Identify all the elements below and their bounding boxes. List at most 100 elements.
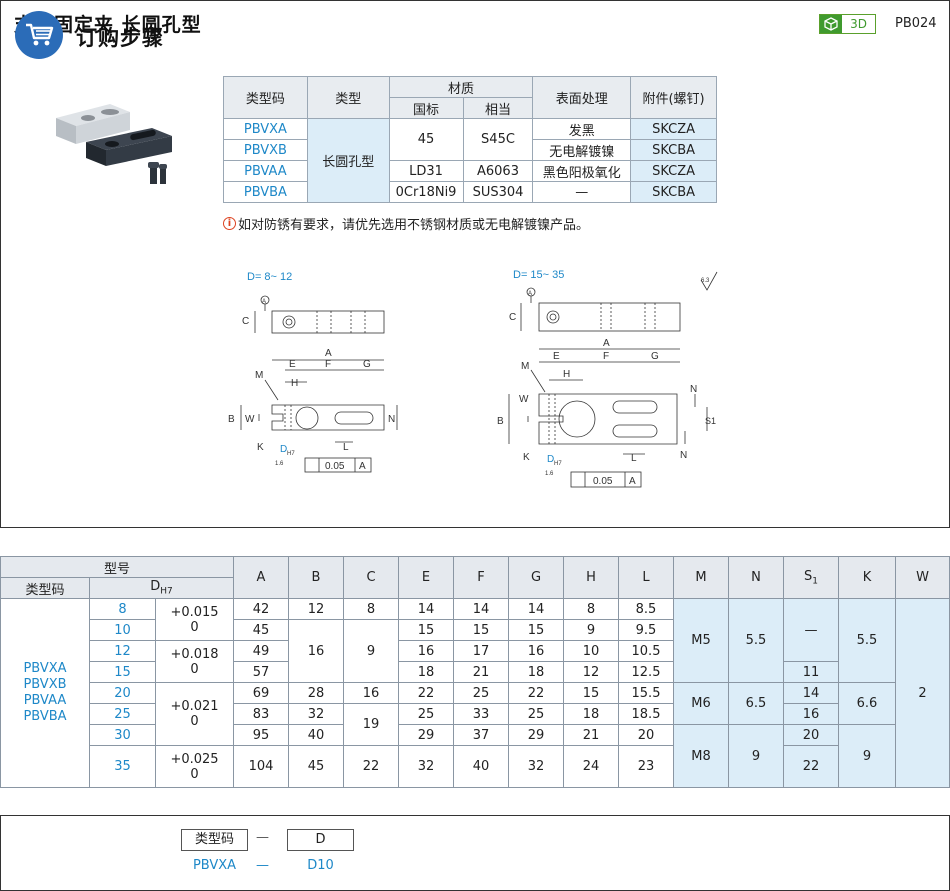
f-cell: 17: [453, 640, 509, 662]
order-type-code-box: 类型码: [181, 829, 248, 851]
svg-text:W: W: [245, 414, 255, 425]
d-cell[interactable]: 12: [89, 640, 156, 662]
l-cell: 20: [618, 724, 674, 746]
a-cell: 69: [233, 682, 289, 704]
accessory-cell: SKCZA: [630, 160, 717, 182]
h-cell: 12: [563, 661, 619, 683]
svg-text:H: H: [291, 378, 298, 389]
svg-text:N: N: [388, 414, 395, 425]
th-equivalent: 相当: [462, 97, 534, 119]
d-cell[interactable]: 15: [89, 661, 156, 683]
f-cell: 40: [453, 745, 509, 788]
l-cell: 9.5: [618, 619, 674, 641]
d-cell[interactable]: 8: [89, 598, 156, 620]
f-cell: 15: [453, 619, 509, 641]
d-cell[interactable]: 30: [89, 724, 156, 746]
f-cell: 21: [453, 661, 509, 683]
range-label: D= 8~ 12: [247, 271, 292, 283]
order-title: 订购步骤: [76, 26, 164, 50]
svg-text:F: F: [325, 359, 331, 370]
g-cell: 32: [508, 745, 564, 788]
f-cell: 25: [453, 682, 509, 704]
h-cell: 8: [563, 598, 619, 620]
th-col-l: L: [618, 556, 674, 599]
e-cell: 16: [398, 640, 454, 662]
svg-text:W: W: [519, 394, 529, 405]
d-cell[interactable]: 25: [89, 703, 156, 725]
material-equivalent-cell: SUS304: [462, 181, 534, 203]
svg-text:H7: H7: [287, 451, 295, 457]
l-cell: 12.5: [618, 661, 674, 683]
g-cell: 14: [508, 598, 564, 620]
3d-label: 3D: [850, 17, 867, 31]
svg-text:H7: H7: [554, 461, 562, 467]
type-code-cell[interactable]: PBVBA: [223, 181, 308, 203]
order-d-box: D: [287, 829, 354, 851]
l-cell: 8.5: [618, 598, 674, 620]
type-code-cell[interactable]: PBVXA: [223, 118, 308, 140]
th-accessory: 附件(螺钉): [630, 76, 717, 119]
svg-text:B: B: [497, 416, 504, 427]
drawing-small: D= 8~ 12 A C A E F G H M B W N K: [228, 271, 398, 473]
material-national-cell: 45: [388, 118, 464, 161]
info-icon: i: [223, 217, 236, 230]
range-label: D= 15~ 35: [513, 269, 564, 281]
n-cell: 5.5: [728, 598, 784, 683]
type-code-cell[interactable]: PBVXB: [223, 139, 308, 161]
g-cell: 29: [508, 724, 564, 746]
l-cell: 23: [618, 745, 674, 788]
g-cell: 18: [508, 661, 564, 683]
e-cell: 14: [398, 598, 454, 620]
th-col-f: F: [453, 556, 509, 599]
svg-text:L: L: [631, 453, 637, 464]
s1-cell: —: [783, 598, 839, 662]
e-cell: 25: [398, 703, 454, 725]
d-cell[interactable]: 10: [89, 619, 156, 641]
th-col-s1: S1: [783, 556, 839, 599]
c-cell: 19: [343, 703, 399, 746]
spec-table: 型号 A B C E F G H L M N S1 K W 类型码 DH7 PB…: [0, 556, 950, 788]
svg-text:N: N: [680, 450, 687, 461]
th-d: DH7: [89, 577, 234, 599]
drawing-large: D= 15~ 35 6.3 A C A E F G H M B W: [497, 269, 718, 488]
l-cell: 10.5: [618, 640, 674, 662]
order-example-code: PBVXA: [192, 858, 237, 873]
f-cell: 14: [453, 598, 509, 620]
c-cell: 9: [343, 619, 399, 683]
k-cell: 6.6: [838, 682, 896, 725]
h-cell: 21: [563, 724, 619, 746]
surface-cell: 发黑: [532, 118, 632, 140]
s1-cell: 16: [783, 703, 839, 725]
order-separator: —: [256, 830, 269, 845]
e-cell: 29: [398, 724, 454, 746]
f-cell: 37: [453, 724, 509, 746]
c-cell: 16: [343, 682, 399, 704]
h-cell: 24: [563, 745, 619, 788]
th-col-b: B: [288, 556, 344, 599]
a-cell: 49: [233, 640, 289, 662]
3d-model-button[interactable]: 3D: [819, 14, 876, 34]
h-cell: 10: [563, 640, 619, 662]
accessory-cell: SKCBA: [630, 181, 717, 203]
svg-text:A: A: [528, 291, 532, 297]
e-cell: 22: [398, 682, 454, 704]
a-cell: 45: [233, 619, 289, 641]
svg-text:D: D: [280, 444, 287, 455]
th-col-h: H: [563, 556, 619, 599]
th-material: 材质: [388, 76, 534, 98]
w-cell: 2: [895, 598, 950, 788]
b-cell: 28: [288, 682, 344, 704]
d-cell[interactable]: 20: [89, 682, 156, 704]
material-national-cell: 0Cr18Ni9: [388, 181, 464, 203]
l-cell: 18.5: [618, 703, 674, 725]
d-cell[interactable]: 35: [89, 745, 156, 788]
k-cell: 5.5: [838, 598, 896, 683]
g-cell: 16: [508, 640, 564, 662]
svg-text:N: N: [690, 384, 697, 395]
a-cell: 104: [233, 745, 289, 788]
type-code-cell[interactable]: PBVAA: [223, 160, 308, 182]
svg-text:A: A: [359, 461, 366, 472]
svg-text:C: C: [242, 316, 249, 327]
